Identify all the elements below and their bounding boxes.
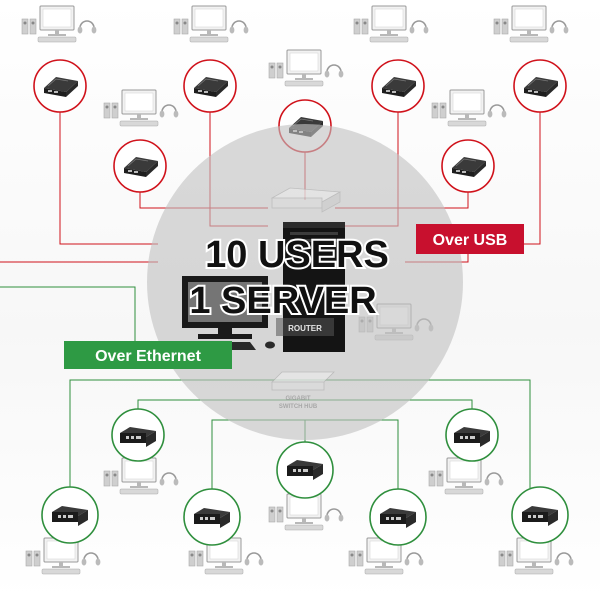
over-ethernet-label: Over Ethernet xyxy=(95,348,201,365)
ethernet-client-1 xyxy=(111,408,165,462)
usb-client-1 xyxy=(33,59,87,113)
ethernet-client-2 xyxy=(445,408,499,462)
switch-label-2: SWITCH HUB xyxy=(279,404,318,410)
over-ethernet-badge: Over Ethernet xyxy=(64,341,232,369)
headline-line2: 1 SERVER xyxy=(189,280,376,322)
ethernet-client-5 xyxy=(183,488,241,546)
usb-client-6 xyxy=(113,139,167,193)
usb-hub-icon xyxy=(270,187,342,213)
usb-client-3 xyxy=(371,59,425,113)
usb-client-2 xyxy=(183,59,237,113)
switch-label-1: GIGABIT xyxy=(286,396,311,402)
router-icon: ROUTER xyxy=(276,318,334,336)
gigabit-switch-icon: GIGABIT SWITCH HUB xyxy=(271,371,335,410)
over-usb-label: Over USB xyxy=(433,232,508,249)
ethernet-client-6 xyxy=(369,488,427,546)
ethernet-client-3 xyxy=(276,441,334,499)
ethernet-clients xyxy=(41,408,569,546)
usb-client-7 xyxy=(441,139,495,193)
headline: 10 USERS 1 SERVER xyxy=(187,232,391,324)
headline-line1: 10 USERS xyxy=(205,234,389,276)
over-usb-badge: Over USB xyxy=(416,224,524,254)
usb-client-4 xyxy=(513,59,567,113)
ethernet-client-4 xyxy=(41,486,99,544)
ethernet-client-7 xyxy=(511,486,569,544)
router-label: ROUTER xyxy=(288,324,322,333)
